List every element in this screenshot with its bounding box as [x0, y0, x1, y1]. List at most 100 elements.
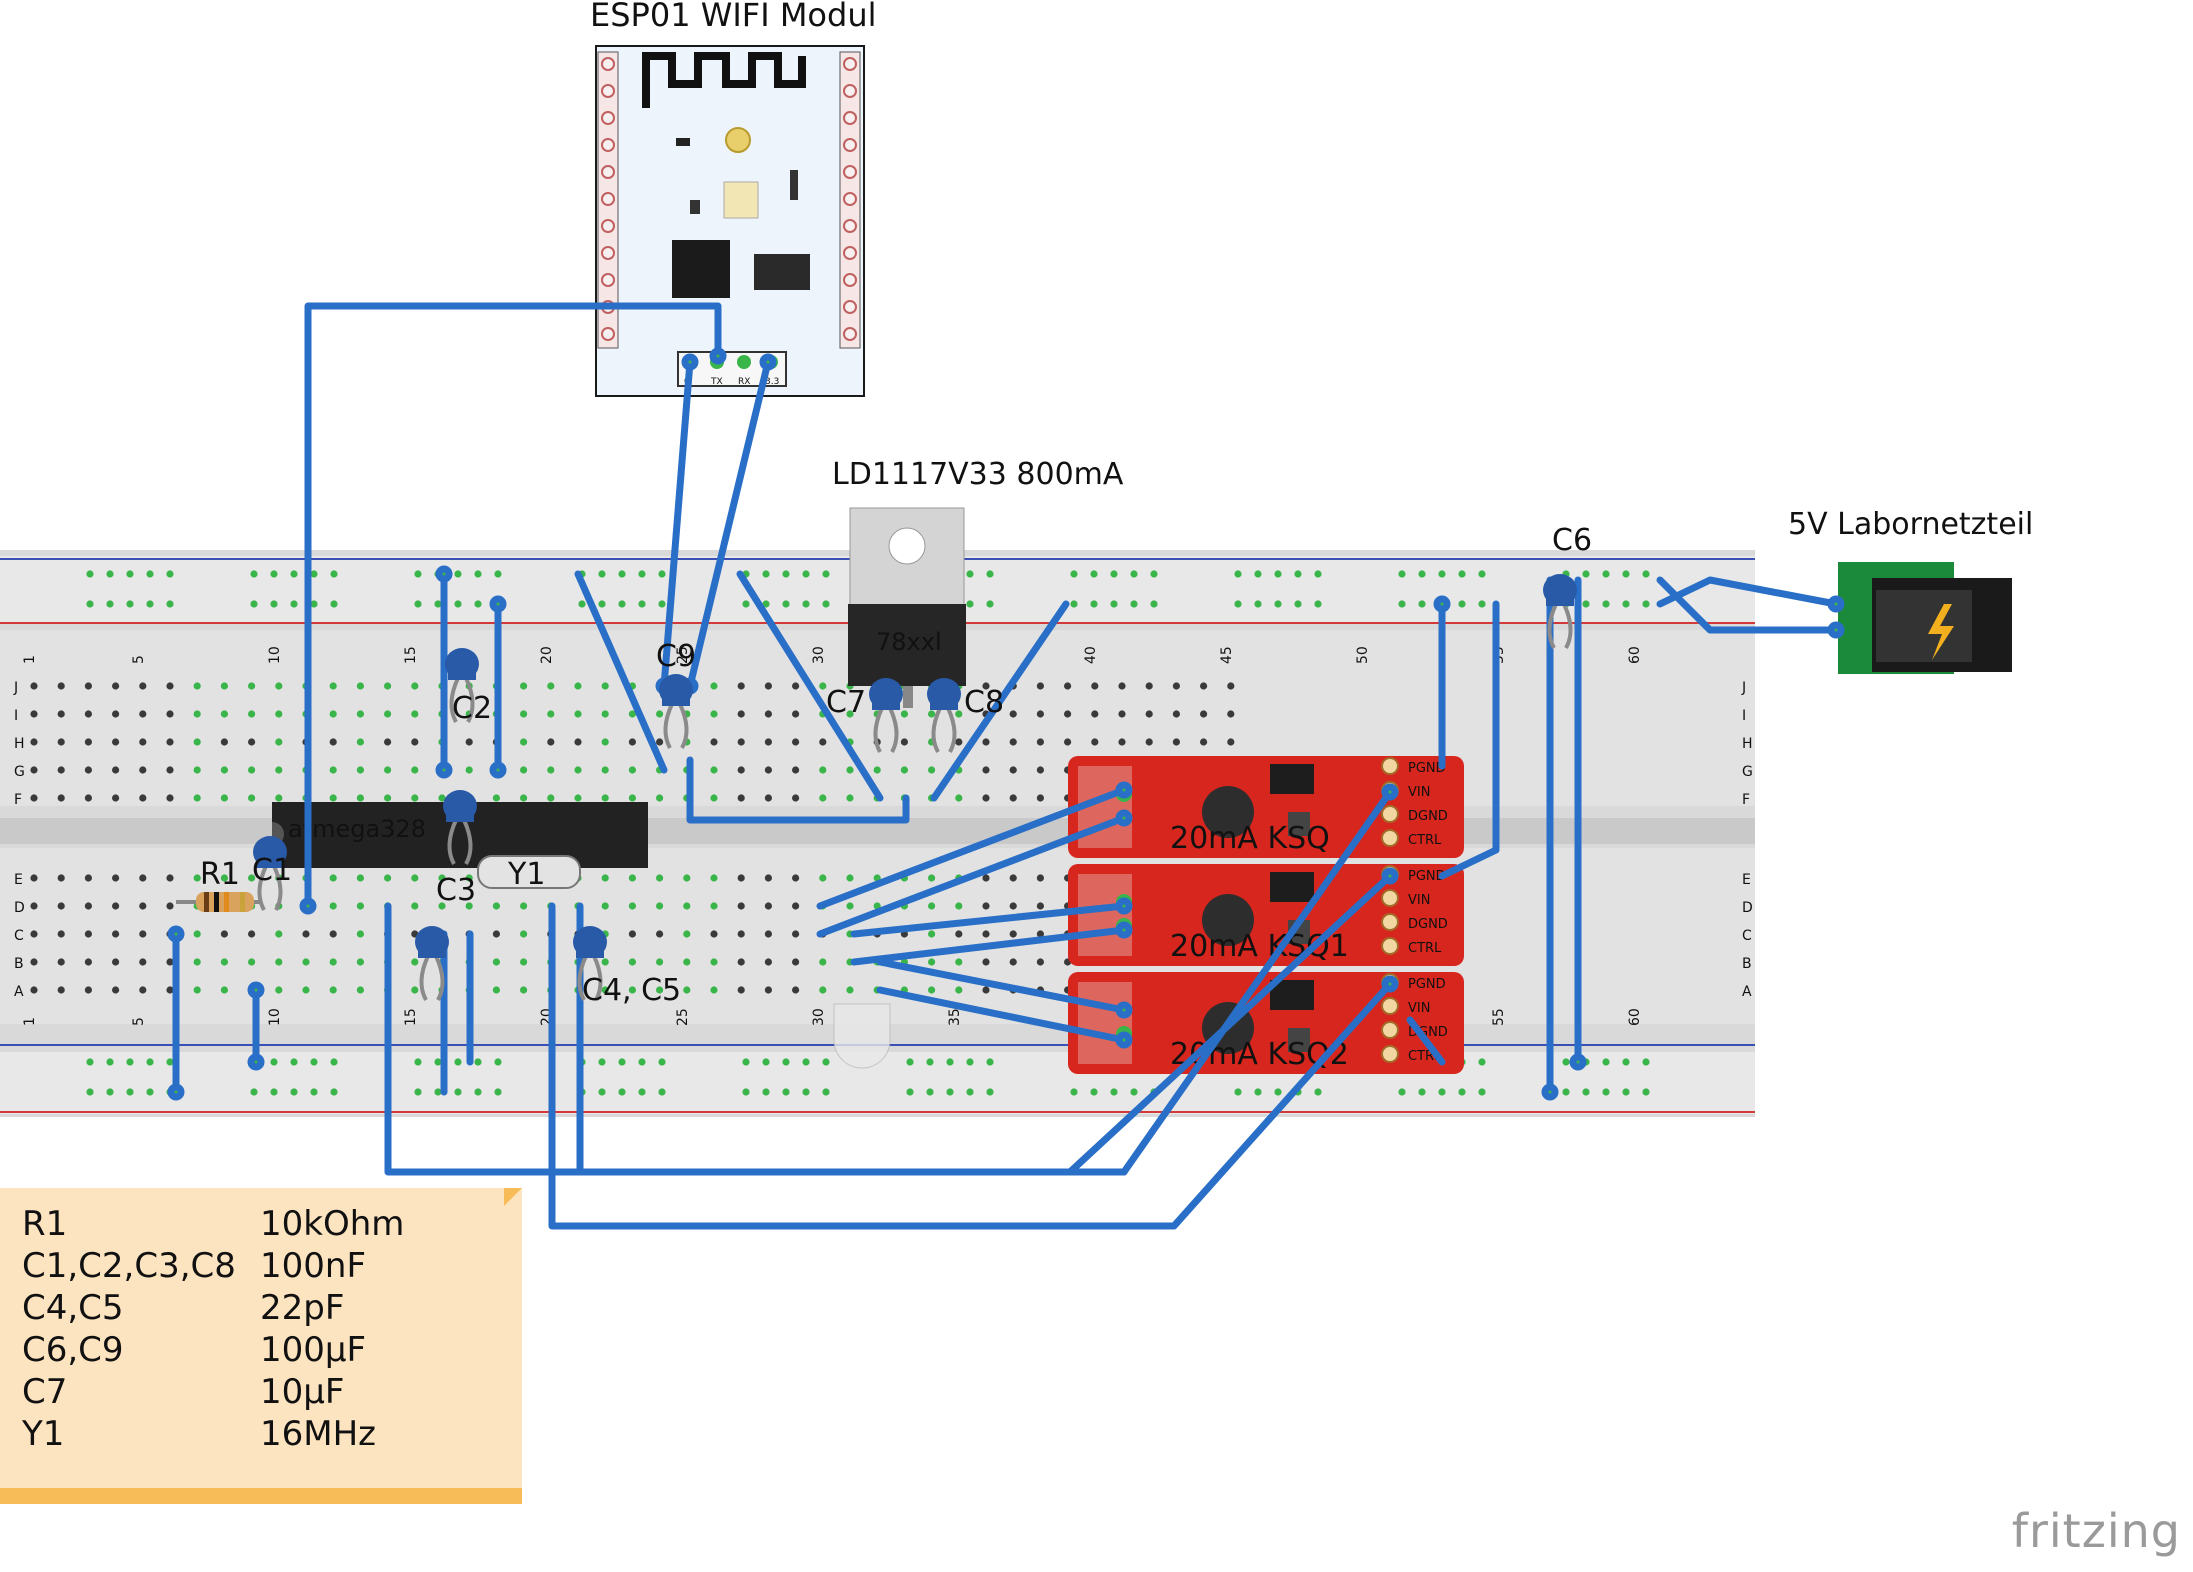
ksq-pin-label: DGND [1408, 809, 1448, 824]
part-value: 22pF [260, 1288, 345, 1328]
wire [548, 902, 1394, 1230]
col-label-top: 25 [675, 646, 691, 664]
wire-endpoint [1827, 621, 1845, 639]
row-label: H [1742, 736, 1753, 752]
ksq-label-0: 20mA KSQ [1170, 821, 1330, 856]
esp-pin [737, 355, 751, 369]
wire [1656, 576, 1840, 608]
wire-endpoint [1115, 809, 1133, 827]
power-jack: 5V Labornetzteil [1788, 507, 2033, 674]
r1-label: R1 [200, 857, 240, 892]
crystal-y1: Y1 [477, 855, 581, 892]
row-label: A [14, 984, 24, 1000]
wire-endpoint [167, 925, 185, 943]
ceramic-capacitor [1543, 574, 1577, 649]
wire [1406, 1016, 1446, 1066]
part-name: C7 [22, 1372, 68, 1412]
note-fold-corner [504, 1188, 522, 1206]
ksq-pin-label: VIN [1408, 785, 1430, 800]
c3-label: C3 [436, 873, 476, 908]
wire [1438, 600, 1500, 880]
ksq-pin-label: CTRL [1408, 941, 1442, 956]
wire-endpoint [1115, 781, 1133, 799]
fritzing-logo: fritzing [2011, 1504, 2181, 1558]
wire-endpoint [709, 347, 727, 365]
part-value: 10µF [260, 1372, 345, 1412]
row-label: C [14, 928, 24, 944]
capacitor-labels: C1 C2 C3 C4, C5 C6 C7 C8 C9 [252, 523, 1592, 1008]
wire-endpoint [1115, 1031, 1133, 1049]
wire [876, 958, 1128, 1014]
row-label: E [14, 872, 23, 888]
ksq-pin-label: VIN [1408, 1001, 1430, 1016]
c9-label: C9 [656, 639, 696, 674]
ksq-label-1: 20mA KSQ1 [1170, 929, 1349, 964]
wire-endpoint [1381, 867, 1399, 885]
col-label-bottom: 15 [403, 1008, 419, 1026]
wire [930, 600, 1070, 802]
esp-pin-label: TX [710, 377, 723, 387]
wire [736, 570, 884, 802]
col-label-top: 60 [1627, 646, 1643, 664]
col-label-bottom: 30 [811, 1008, 827, 1026]
wire [816, 786, 1128, 910]
part-value: 10kOhm [260, 1204, 405, 1244]
row-label: G [1742, 764, 1753, 780]
row-label: E [1742, 872, 1751, 888]
wire [660, 358, 694, 690]
row-label: C [1742, 928, 1752, 944]
wire-endpoint [1115, 1001, 1133, 1019]
voltage-regulator: 78xxl LD1117V33 800mA [832, 457, 1124, 708]
wire-endpoint [1433, 595, 1451, 613]
wire-endpoint [1569, 1053, 1587, 1071]
wire [850, 926, 1128, 966]
power-label: 5V Labornetzteil [1788, 507, 2033, 542]
wire-endpoint [1827, 595, 1845, 613]
esp-pin-label: 3.3 [765, 377, 779, 387]
wire [816, 814, 1128, 938]
ceramic-capacitor [253, 836, 287, 911]
wire-endpoint [759, 353, 777, 371]
part-name: C1,C2,C3,C8 [22, 1246, 236, 1286]
wire-endpoint [1541, 1083, 1559, 1101]
part-name: C4,C5 [22, 1288, 124, 1328]
wire-endpoint [1381, 783, 1399, 801]
col-label-top: 15 [403, 646, 419, 664]
lightning-icon [1928, 604, 1954, 660]
wire-endpoint [435, 761, 453, 779]
wire-endpoint [489, 595, 507, 613]
row-label: G [14, 764, 25, 780]
ksq-pin-label: CTRL [1408, 833, 1442, 848]
parts-list-row: C7 10µF [22, 1372, 344, 1412]
ceramic-capacitor [443, 790, 477, 865]
col-label-bottom: 5 [131, 1017, 147, 1026]
wire [850, 902, 1128, 938]
col-label-bottom: 60 [1627, 1008, 1643, 1026]
col-label-bottom: 25 [675, 1008, 691, 1026]
c2-label: C2 [452, 691, 492, 726]
c6-label: C6 [1552, 523, 1592, 558]
ksq-board-0: PGND VIN DGND CTRL 20mA KSQ [1068, 756, 1464, 858]
wire [876, 986, 1128, 1044]
ceramic-capacitor [869, 678, 903, 753]
col-label-top: 50 [1355, 646, 1371, 664]
ksq-pin-label: PGND [1408, 869, 1446, 884]
col-label-top: 1 [22, 655, 38, 664]
ksq-pin-label: DGND [1408, 917, 1448, 932]
c7-label: C7 [826, 685, 866, 720]
col-label-top: 30 [811, 646, 827, 664]
row-label: A [1742, 984, 1752, 1000]
ksq-pin-label: PGND [1408, 761, 1446, 776]
regulator-body-label: 78xxl [876, 628, 942, 656]
wire [574, 570, 668, 774]
part-value: 100nF [260, 1246, 367, 1286]
col-label-top: 20 [539, 646, 555, 664]
row-label: D [14, 900, 25, 916]
ceramic-capacitor [927, 678, 961, 753]
row-label: B [1742, 956, 1752, 972]
wire-endpoint [1115, 897, 1133, 915]
c1-label: C1 [252, 853, 292, 888]
